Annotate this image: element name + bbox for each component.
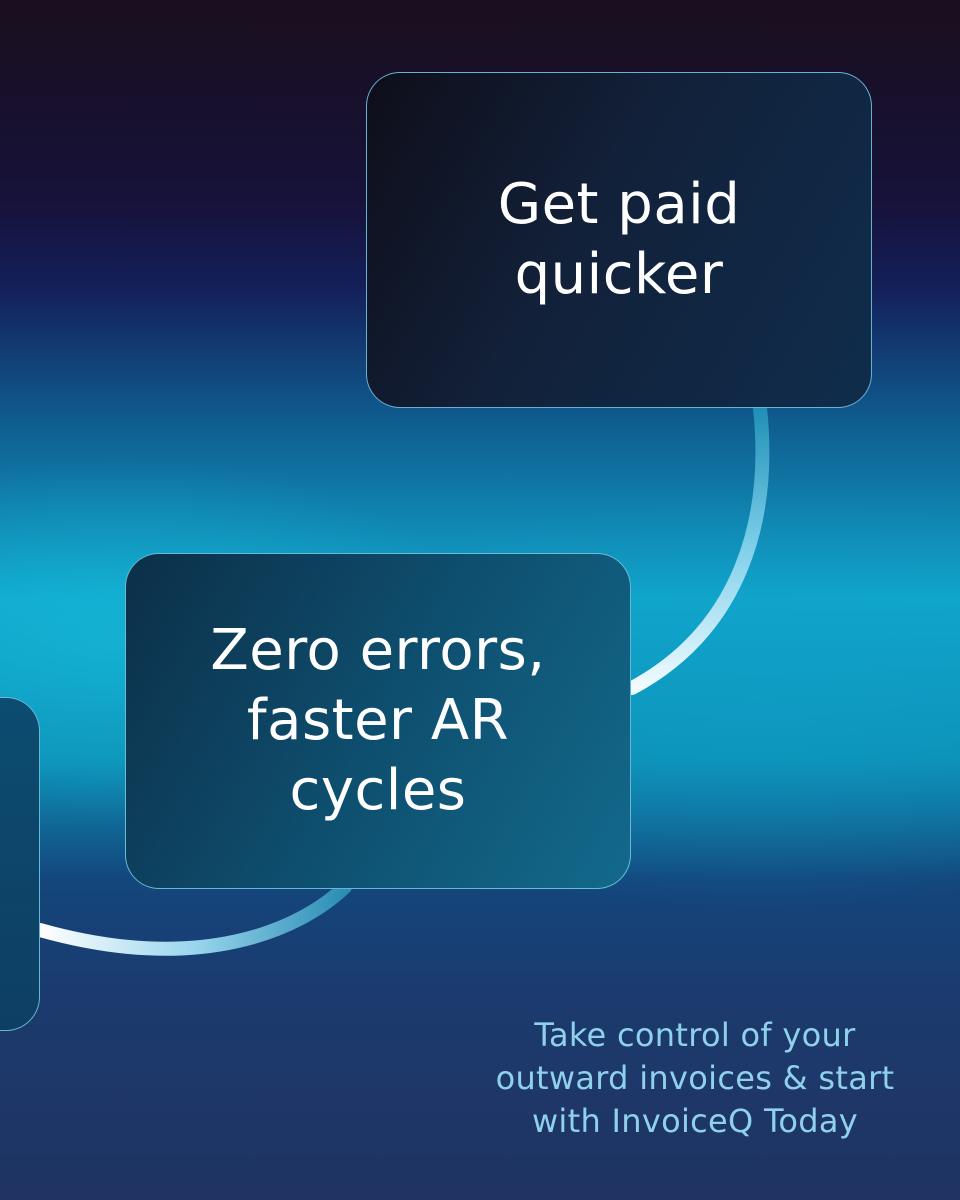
card-title: Get paid quicker <box>497 172 741 307</box>
card-get-paid: Get paid quicker <box>366 72 872 408</box>
card-title: Zero errors, faster AR cycles <box>210 618 546 823</box>
connector-bottom <box>33 880 352 956</box>
partial-card <box>0 697 40 1031</box>
connector-top <box>625 401 770 695</box>
call-to-action-text: Take control of your outward invoices & … <box>495 1016 895 1140</box>
card-zero-errors: Zero errors, faster AR cycles <box>125 553 631 889</box>
